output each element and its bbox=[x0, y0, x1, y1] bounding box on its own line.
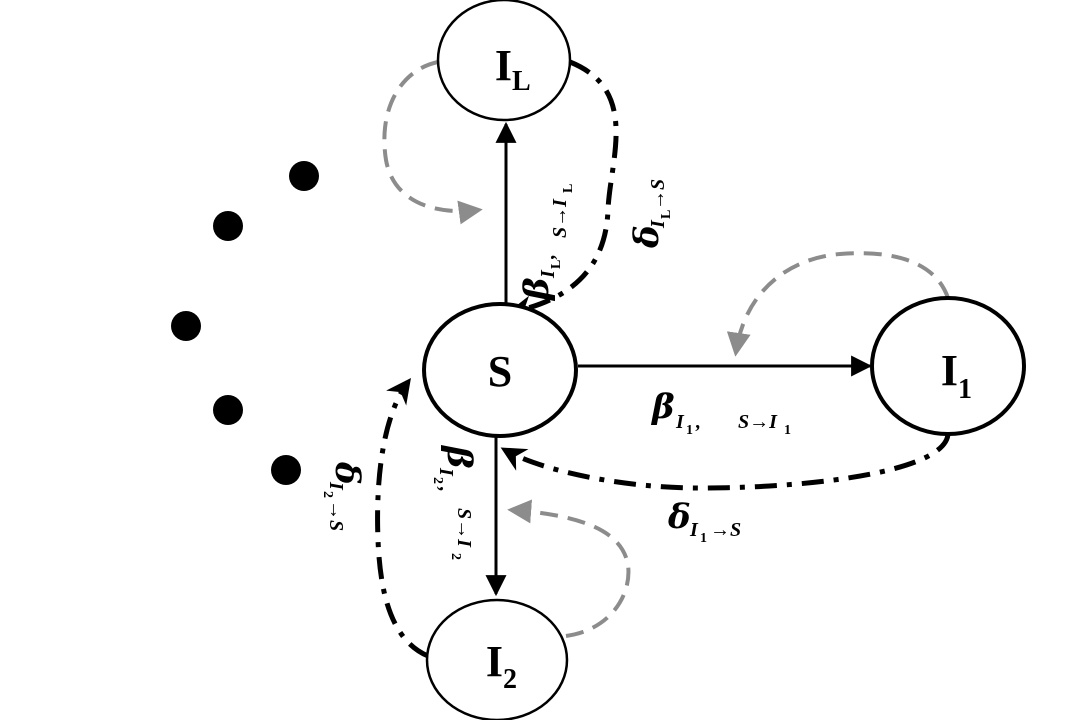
label-beta-i2-rest: S→I bbox=[453, 508, 475, 548]
edge-i2-to-s bbox=[375, 377, 430, 659]
node-i2: I 2 bbox=[425, 598, 569, 720]
label-delta-i2: δ I 2 →S bbox=[320, 461, 367, 531]
label-delta-i2-sub: I bbox=[325, 481, 347, 491]
label-beta-i2-subsub: 2 bbox=[430, 477, 445, 484]
ellipsis-dot bbox=[271, 455, 301, 485]
label-delta-i1: δ I 1 →S bbox=[667, 497, 741, 546]
label-delta-i1-sub: I bbox=[689, 519, 699, 541]
node-i2-label: I bbox=[486, 637, 503, 686]
node-i2-sub: 2 bbox=[503, 664, 517, 695]
label-beta-i2-sub: I bbox=[435, 467, 457, 477]
node-il-sub: L bbox=[512, 66, 531, 97]
label-delta-i2-subsub: 2 bbox=[320, 491, 335, 498]
label-beta-i1-subsub: 1 bbox=[686, 423, 693, 438]
self-loop-il bbox=[382, 60, 483, 225]
node-s-label: S bbox=[488, 347, 512, 396]
label-delta-i2-greek: δ bbox=[327, 461, 367, 485]
node-s: S bbox=[422, 302, 578, 438]
ellipsis-dot bbox=[289, 161, 319, 191]
ellipsis-dot bbox=[213, 211, 243, 241]
node-i1-sub: 1 bbox=[958, 374, 972, 405]
label-beta-i2-restsub: 2 bbox=[448, 553, 463, 560]
label-delta-il-greek: δ bbox=[627, 225, 667, 249]
node-il-label: I bbox=[495, 41, 512, 90]
self-loop-i1 bbox=[726, 251, 950, 357]
label-beta-i1-restsub: 1 bbox=[784, 423, 791, 438]
label-beta-i2: β I 2 , S→I 2 bbox=[430, 444, 479, 560]
label-delta-il: δ I L →S bbox=[627, 179, 674, 249]
label-beta-il: β I L , S→I L bbox=[517, 184, 576, 302]
label-beta-i1: β I 1 , S→I 1 bbox=[650, 387, 791, 438]
label-beta-i2-sep: , bbox=[435, 486, 457, 492]
edge-i1-to-s bbox=[500, 431, 951, 491]
label-beta-i2-greek: β bbox=[439, 444, 479, 469]
label-beta-il-greek: β bbox=[517, 277, 557, 302]
label-beta-il-sub: I bbox=[537, 269, 559, 279]
edge-il-to-s bbox=[507, 59, 619, 321]
node-il: I L bbox=[436, 0, 572, 122]
label-beta-i1-sub: I bbox=[675, 411, 685, 433]
label-delta-il-sub: I bbox=[647, 219, 669, 229]
label-beta-i1-rest: S→I bbox=[738, 411, 778, 433]
ellipsis-dot bbox=[171, 311, 201, 341]
label-delta-il-subsub: L bbox=[659, 210, 674, 219]
label-beta-il-sep: , bbox=[537, 254, 559, 260]
label-delta-il-rest: →S bbox=[647, 179, 669, 210]
label-beta-il-restsub: L bbox=[561, 184, 576, 193]
node-i1: I 1 bbox=[870, 296, 1026, 436]
label-delta-i1-rest: →S bbox=[710, 519, 741, 541]
label-beta-il-rest: S→I bbox=[549, 198, 571, 238]
label-delta-i1-subsub: 1 bbox=[700, 531, 707, 546]
label-beta-il-subsub: L bbox=[549, 260, 564, 269]
label-delta-i2-rest: →S bbox=[325, 500, 347, 531]
label-beta-i1-greek: β bbox=[650, 387, 675, 427]
label-delta-i1-greek: δ bbox=[667, 497, 691, 537]
node-i1-label: I bbox=[941, 346, 958, 395]
self-loop-i2 bbox=[507, 499, 631, 638]
label-beta-i1-sep: , bbox=[695, 411, 701, 433]
ellipsis-dot bbox=[213, 395, 243, 425]
ellipsis-dots bbox=[171, 161, 319, 485]
